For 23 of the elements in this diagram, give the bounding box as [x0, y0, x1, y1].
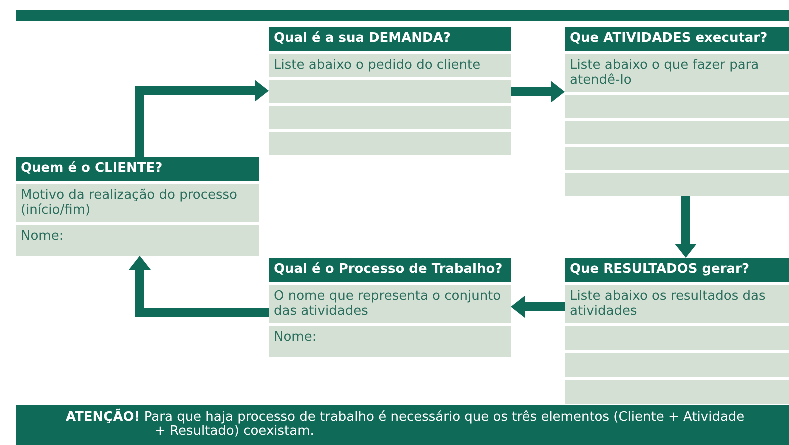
card-row: Motivo da realização do processo (início/fim) [16, 181, 259, 222]
block-arrow [511, 81, 565, 103]
card-heading: Qual é a sua DEMANDA? [269, 27, 511, 51]
form-card [16, 157, 259, 256]
card-row: Nome: [16, 222, 259, 256]
card-row: Liste abaixo o pedido do cliente [269, 51, 511, 77]
card-row: Nome: [269, 323, 511, 357]
form-card [269, 27, 511, 155]
block-arrow [136, 80, 269, 157]
note-text: ATENÇÃO! Para que haja processo de trabalho é necessário que os três elementos (Cliente + Atividade + Resultado) coexistam. [66, 411, 746, 439]
block-arrow [675, 196, 697, 258]
card-heading: Que ATIVIDADES executar? [565, 27, 789, 51]
card-heading: Qual é o Processo de Trabalho? [269, 258, 511, 282]
form-card [565, 27, 789, 196]
block-arrow [129, 256, 269, 318]
block-arrow [511, 296, 565, 318]
card-row: Liste abaixo os resultados das atividades [565, 282, 789, 323]
card-heading: Quem é o CLIENTE? [16, 157, 259, 181]
form-card [269, 258, 511, 357]
form-card [565, 258, 789, 404]
card-row: Liste abaixo o que fazer para atendê-lo [565, 51, 789, 92]
card-row: O nome que representa o conjunto das atividades [269, 282, 511, 323]
card-heading: Que RESULTADOS gerar? [565, 258, 789, 282]
